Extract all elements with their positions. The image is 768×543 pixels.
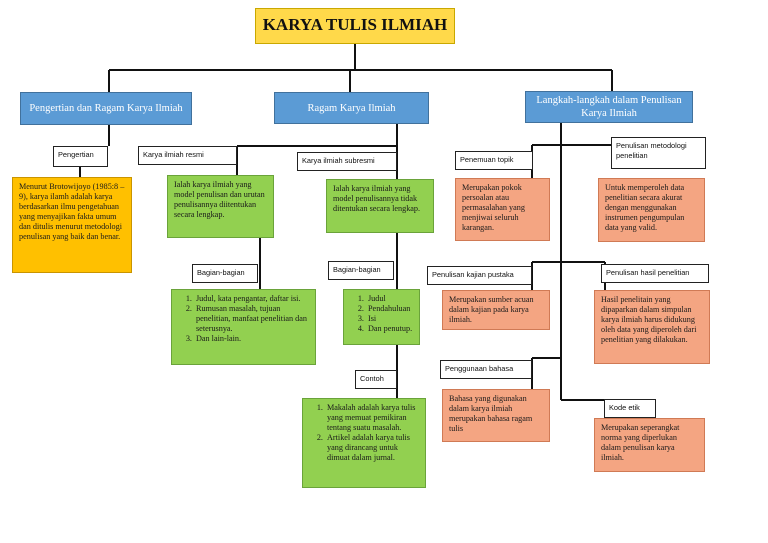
branch-langkah: Langkah-langkah dalam Penulisan Karya Il… <box>525 91 693 123</box>
hasil-penelitian-text: Hasil penelitain yang dipaparkan dalam s… <box>594 290 710 364</box>
branch-pengertian: Pengertian dan Ragam Karya Ilmiah <box>20 92 192 125</box>
bagian-subresmi-items: Judul Pendahuluan Isi Dan penutup. <box>350 294 413 334</box>
list-item: Artikel adalah karya tulis yang dirancan… <box>325 433 419 463</box>
karya-subresmi-text: Ialah karya ilmiah yang model penulisann… <box>326 179 434 233</box>
label-karya-resmi: Karya ilmiah resmi <box>138 146 237 165</box>
list-item: Dan lain-lain. <box>194 334 309 344</box>
metodologi-text: Untuk memperoleh data penelitian secara … <box>598 178 705 242</box>
kode-etik-text: Merupakan seperangkat norma yang diperlu… <box>594 418 705 472</box>
bagian-resmi-items: Judul, kata pengantar, daftar isi. Rumus… <box>178 294 309 344</box>
list-item: Judul, kata pengantar, daftar isi. <box>194 294 309 304</box>
label-bagian-resmi: Bagian-bagian <box>192 264 258 283</box>
bagian-resmi-list: Judul, kata pengantar, daftar isi. Rumus… <box>171 289 316 365</box>
label-pengertian: Pengertian <box>53 146 108 167</box>
penemuan-topik-text: Merupakan pokok persoalan atau permasala… <box>455 178 550 241</box>
contoh-list: Makalah adalah karya tulis yang memuat p… <box>302 398 426 488</box>
pengertian-text: Menurut Brotowijoyo (1985:8 – 9), karya … <box>12 177 132 273</box>
list-item: Judul <box>366 294 413 304</box>
list-item: Dan penutup. <box>366 324 413 334</box>
label-penemuan-topik: Penemuan topik <box>455 151 533 170</box>
label-bagian-subresmi: Bagian-bagian <box>328 261 394 280</box>
list-item: Makalah adalah karya tulis yang memuat p… <box>325 403 419 433</box>
list-item: Rumusan masalah, tujuan penelitian, manf… <box>194 304 309 334</box>
bagian-subresmi-list: Judul Pendahuluan Isi Dan penutup. <box>343 289 420 345</box>
penggunaan-bahasa-text: Bahasa yang digunakan dalam karya ilmiah… <box>442 389 550 442</box>
list-item: Isi <box>366 314 413 324</box>
label-metodologi: Penulisan metodologi penelitian <box>611 137 706 169</box>
branch-ragam: Ragam Karya Ilmiah <box>274 92 429 124</box>
label-karya-subresmi: Karya ilmiah subresmi <box>297 152 397 171</box>
main-title: KARYA TULIS ILMIAH <box>255 8 455 44</box>
kajian-pustaka-text: Merupakan sumber acuan dalam kajian pada… <box>442 290 550 330</box>
label-kode-etik: Kode etik <box>604 399 656 418</box>
list-item: Pendahuluan <box>366 304 413 314</box>
label-hasil-penelitian: Penulisan hasil penelitian <box>601 264 709 283</box>
contoh-items: Makalah adalah karya tulis yang memuat p… <box>309 403 419 463</box>
label-contoh: Contoh <box>355 370 397 389</box>
label-kajian-pustaka: Penulisan kajian pustaka <box>427 266 532 285</box>
label-penggunaan-bahasa: Penggunaan bahasa <box>440 360 532 379</box>
karya-resmi-text: Ialah karya ilmiah yang model penulisan … <box>167 175 274 238</box>
